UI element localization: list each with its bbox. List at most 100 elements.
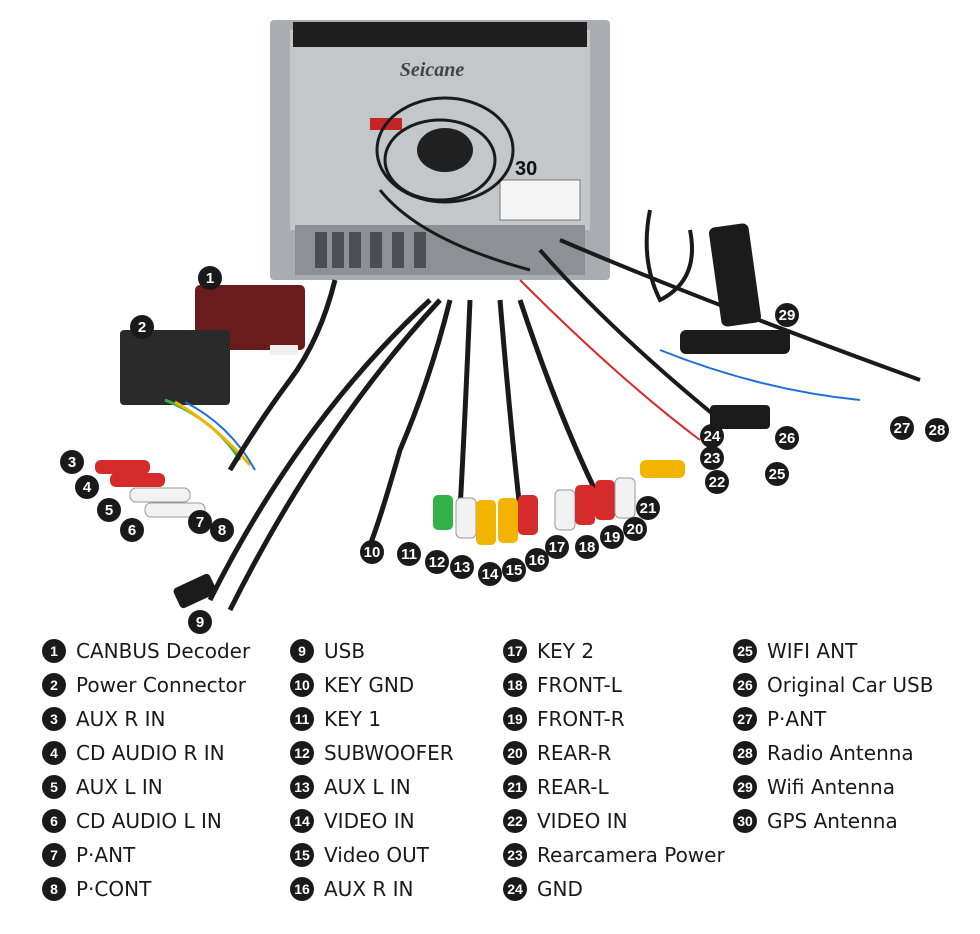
- legend-number: 23: [503, 843, 527, 867]
- head-unit: Seicane: [270, 20, 610, 280]
- gps-antenna: [375, 96, 531, 272]
- legend-item: 12 SUBWOOFER: [290, 741, 454, 765]
- callout-1: 1: [198, 266, 222, 290]
- legend-number: 25: [733, 639, 757, 663]
- legend-label: VIDEO IN: [537, 809, 628, 833]
- callout-7: 7: [188, 510, 212, 534]
- legend-label: FRONT-R: [537, 707, 625, 731]
- callout-6: 6: [120, 518, 144, 542]
- callout-18: 18: [575, 535, 599, 559]
- blue-wire: [659, 349, 861, 401]
- callout-15: 15: [502, 558, 526, 582]
- legend-label: CD AUDIO L IN: [76, 809, 222, 833]
- legend-item: 14 VIDEO IN: [290, 809, 415, 833]
- legend-label: P·CONT: [76, 877, 152, 901]
- legend-item: 15 Video OUT: [290, 843, 429, 867]
- legend-label: GND: [537, 877, 583, 901]
- legend-label: USB: [324, 639, 366, 663]
- legend-number: 14: [290, 809, 314, 833]
- legend-label: CANBUS Decoder: [76, 639, 251, 663]
- legend-number: 16: [290, 877, 314, 901]
- callout-27: 27: [890, 416, 914, 440]
- legend-number: 4: [42, 741, 66, 765]
- callout-12: 12: [425, 550, 449, 574]
- legend-label: SUBWOOFER: [324, 741, 454, 765]
- legend-number: 20: [503, 741, 527, 765]
- legend-label: Video OUT: [324, 843, 429, 867]
- legend-label: Wifi Antenna: [767, 775, 895, 799]
- callout-26: 26: [775, 426, 799, 450]
- legend-label: WIFI ANT: [767, 639, 858, 663]
- callout-17: 17: [545, 535, 569, 559]
- legend-item: 2 Power Connector: [42, 673, 246, 697]
- legend-number: 30: [733, 809, 757, 833]
- legend-number: 2: [42, 673, 66, 697]
- callout-23: 23: [700, 446, 724, 470]
- legend-item: 8 P·CONT: [42, 877, 151, 901]
- legend-label: GPS Antenna: [767, 809, 898, 833]
- legend-number: 7: [42, 843, 66, 867]
- legend-number: 13: [290, 775, 314, 799]
- legend-number: 15: [290, 843, 314, 867]
- legend-number: 12: [290, 741, 314, 765]
- original-usb-plug: [710, 405, 770, 429]
- callout-10: 10: [360, 540, 384, 564]
- legend-item: 17 KEY 2: [503, 639, 594, 663]
- legend-label: P·ANT: [76, 843, 136, 867]
- callout-4: 4: [75, 475, 99, 499]
- power-connector: [120, 330, 256, 471]
- legend-item: 25 WIFI ANT: [733, 639, 857, 663]
- callout-21: 21: [636, 496, 660, 520]
- legend-label: KEY 2: [537, 639, 595, 663]
- legend-label: Rearcamera Power: [537, 843, 725, 867]
- legend-label: CD AUDIO R IN: [76, 741, 225, 765]
- legend-label: Original Car USB: [767, 673, 934, 697]
- legend-item: 4 CD AUDIO R IN: [42, 741, 225, 765]
- legend-item: 9 USB: [290, 639, 365, 663]
- legend-number: 8: [42, 877, 66, 901]
- callout-14: 14: [478, 562, 502, 586]
- legend-item: 7 P·ANT: [42, 843, 135, 867]
- gps-antenna-marker: 30: [515, 158, 538, 180]
- main-harness: [207, 279, 603, 612]
- legend-label: AUX R IN: [76, 707, 166, 731]
- legend-item: 13 AUX L IN: [290, 775, 411, 799]
- legend-number: 9: [290, 639, 314, 663]
- callout-9: 9: [188, 610, 212, 634]
- usb-plug: [173, 573, 217, 609]
- callout-24: 24: [700, 424, 724, 448]
- callout-20: 20: [623, 517, 647, 541]
- legend-label: VIDEO IN: [324, 809, 415, 833]
- callout-28: 28: [925, 418, 949, 442]
- legend-label: KEY GND: [324, 673, 415, 697]
- legend-number: 19: [503, 707, 527, 731]
- legend-number: 11: [290, 707, 314, 731]
- legend-item: 5 AUX L IN: [42, 775, 163, 799]
- legend-item: 1 CANBUS Decoder: [42, 639, 250, 663]
- legend-label: P·ANT: [767, 707, 827, 731]
- callout-3: 3: [60, 450, 84, 474]
- legend-number: 22: [503, 809, 527, 833]
- legend-label: AUX L IN: [324, 775, 411, 799]
- legend-item: 22 VIDEO IN: [503, 809, 628, 833]
- callout-8: 8: [210, 518, 234, 542]
- brand-label: Seicane: [400, 59, 465, 81]
- legend-label: Power Connector: [76, 673, 246, 697]
- legend-item: 30 GPS Antenna: [733, 809, 898, 833]
- legend-number: 17: [503, 639, 527, 663]
- legend-label: AUX L IN: [76, 775, 163, 799]
- legend-number: 5: [42, 775, 66, 799]
- legend-number: 1: [42, 639, 66, 663]
- wifi-antenna-stick: [709, 223, 761, 327]
- legend-number: 6: [42, 809, 66, 833]
